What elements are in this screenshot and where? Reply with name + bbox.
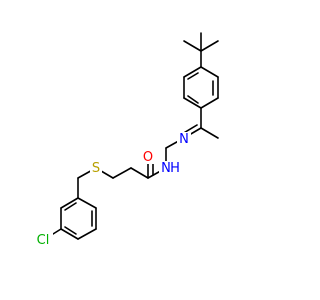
nitrogen-imine-label: N: [179, 132, 189, 147]
amide-chain: [112, 157, 167, 179]
chlorine-label: Cl: [37, 233, 50, 248]
atom-label-oxygen: O: [142, 150, 154, 165]
oxygen-label: O: [143, 150, 153, 165]
atom-label-chlorine: Cl: [33, 233, 53, 248]
tert-butyl-group: [183, 32, 219, 68]
structure-canvas: O N H N S Cl: [33, 32, 219, 248]
chlorophenyl-ring: [44, 177, 97, 240]
molecule-drawing: O N H N S Cl: [33, 32, 219, 248]
phenyl-ring-upper: [183, 66, 219, 109]
hydrazone-chain: [165, 107, 219, 169]
atom-label-imine-nitrogen: N: [177, 132, 191, 147]
atom-label-sulfur: S: [90, 161, 102, 176]
sulfur-label: S: [92, 161, 100, 176]
nitrogen-amide-label: N: [161, 161, 171, 176]
atom-label-nh: N H: [159, 161, 180, 176]
hydrogen-label: H: [170, 161, 180, 176]
